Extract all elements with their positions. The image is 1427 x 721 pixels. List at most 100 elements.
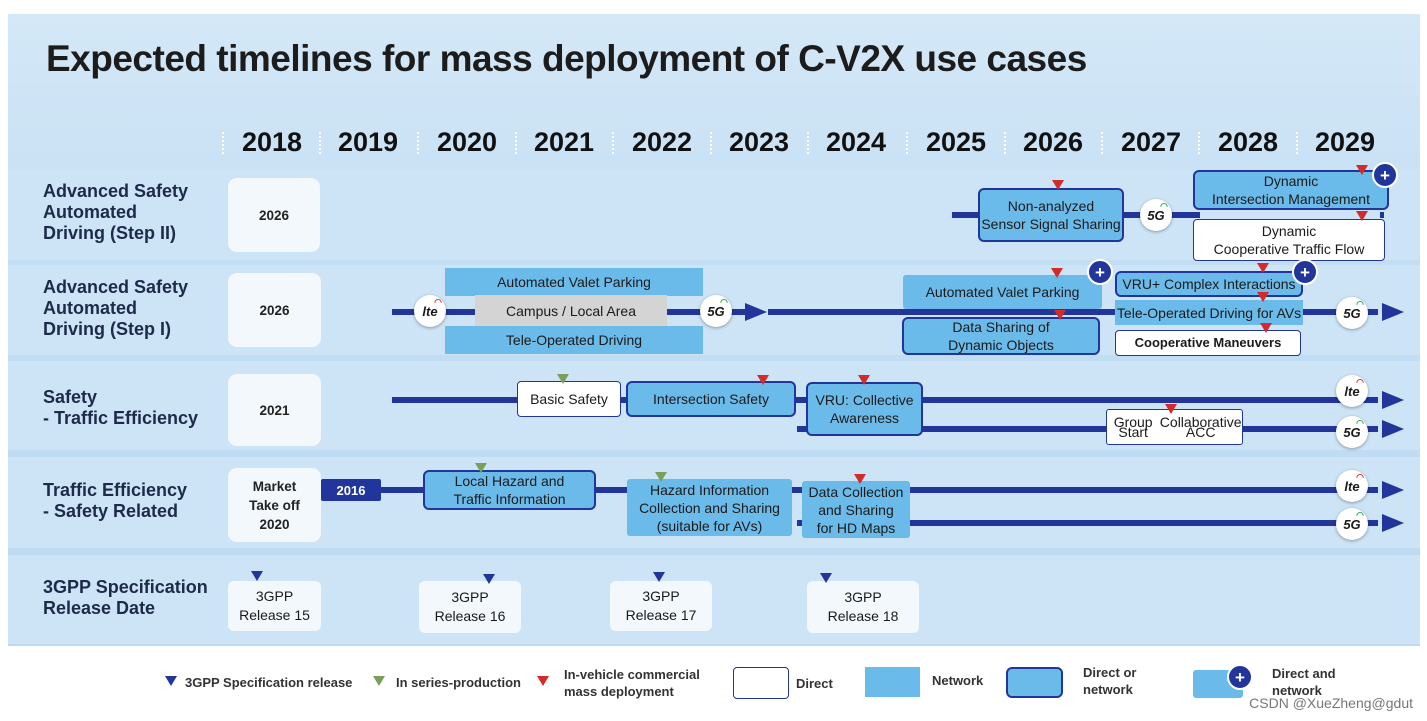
row-label: Advanced Safety Automated Driving (Step … <box>43 181 189 243</box>
automated-valet-parking-box: Automated Valet Parking <box>903 275 1102 309</box>
5g-icon: ◠5G <box>1336 508 1368 540</box>
hd-maps-box: Data Collection and Sharing for HD Maps <box>802 481 910 538</box>
commercial-marker <box>858 375 870 385</box>
group-start-label: Group Start <box>1113 414 1153 440</box>
year-divider <box>417 132 419 154</box>
year-label: 2018 <box>241 127 303 157</box>
series-production-marker <box>557 374 569 384</box>
row-date-box: 2026 <box>228 273 321 347</box>
commercial-marker <box>757 375 769 385</box>
year-divider <box>222 132 224 154</box>
commercial-marker <box>1356 165 1368 175</box>
vru-collective-awareness-box: VRU: Collective Awareness <box>806 382 923 436</box>
row-date-box: 2026 <box>228 178 320 252</box>
5g-icon: ◠5G <box>700 295 732 327</box>
3gpp-release-box: 3GPP Release 18 <box>807 581 919 633</box>
vru-complex-interactions-box: VRU+ Complex Interactions <box>1115 271 1303 297</box>
timeline-line <box>797 426 1378 432</box>
lte-icon: ◠lte <box>1336 375 1368 407</box>
year-label: 2022 <box>631 127 693 157</box>
tele-operated-driving-box: Tele-Operated Driving <box>445 326 703 354</box>
arrow-head <box>1382 420 1404 438</box>
series-production-marker <box>655 472 667 482</box>
legend-network-swatch <box>865 667 920 697</box>
year-label: 2024 <box>825 127 887 157</box>
row-date-box: 2021 <box>228 374 321 446</box>
row-band <box>8 555 1420 644</box>
year-divider <box>1004 132 1006 154</box>
timeline-line <box>768 309 1378 315</box>
row-label: Advanced Safety Automated Driving (Step … <box>43 277 189 339</box>
3gpp-release-box: 3GPP Release 17 <box>610 581 712 631</box>
year-label: 2021 <box>533 127 595 157</box>
row-date-box: Market Take off 2020 <box>228 468 321 542</box>
year-2016-badge: 2016 <box>321 479 381 501</box>
year-divider <box>319 132 321 154</box>
timeline-line <box>1380 212 1384 218</box>
3gpp-release-box: 3GPP Release 15 <box>228 581 321 631</box>
year-label: 2027 <box>1120 127 1182 157</box>
legend-spec-marker <box>165 676 177 686</box>
commercial-marker <box>1356 211 1368 221</box>
year-label: 2023 <box>728 127 790 157</box>
year-label: 2025 <box>925 127 987 157</box>
row-label: 3GPP Specification Release Date <box>43 577 208 618</box>
legend-commercial: In-vehicle commercial mass deployment <box>564 667 700 699</box>
direct-and-network-plus-icon: + <box>1292 259 1318 285</box>
sensor-sharing-box: Non-analyzed Sensor Signal Sharing <box>978 188 1124 242</box>
watermark: CSDN @XueZheng@gdut <box>1249 695 1413 711</box>
direct-and-network-plus-icon: + <box>1087 259 1113 285</box>
year-label: 2020 <box>436 127 498 157</box>
arrow-head <box>1382 514 1404 532</box>
commercial-marker <box>1054 310 1066 320</box>
5g-icon: ◠5G <box>1336 416 1368 448</box>
spec-release-marker <box>483 574 495 584</box>
arrow-head <box>1382 303 1404 321</box>
year-divider <box>612 132 614 154</box>
spec-release-marker <box>653 572 665 582</box>
row-label: Traffic Efficiency - Safety Related <box>43 480 188 521</box>
diagram-title: Expected timelines for mass deployment o… <box>46 38 1087 79</box>
year-divider <box>515 132 517 154</box>
commercial-marker <box>1165 404 1177 414</box>
collaborative-acc-label: Collaborative ACC <box>1159 414 1242 440</box>
year-divider <box>1296 132 1298 154</box>
commercial-marker <box>1052 180 1064 190</box>
3gpp-release-box: 3GPP Release 16 <box>419 581 521 633</box>
year-divider <box>807 132 809 154</box>
legend-series-marker <box>373 676 385 686</box>
cooperative-traffic-flow-box: Dynamic Cooperative Traffic Flow <box>1193 219 1385 261</box>
year-label: 2028 <box>1217 127 1279 157</box>
legend-spec-release: 3GPP Specification release <box>185 675 353 690</box>
automated-valet-parking-box: Automated Valet Parking <box>445 268 703 296</box>
arrow-head <box>1382 481 1404 499</box>
lte-icon: ◠lte <box>1336 470 1368 502</box>
cooperative-maneuvers-box: Cooperative Maneuvers <box>1115 330 1301 356</box>
year-label: 2026 <box>1022 127 1084 157</box>
data-sharing-dynamic-objects-box: Data Sharing of Dynamic Objects <box>902 317 1100 355</box>
spec-release-marker <box>251 571 263 581</box>
legend-direct-or-network: Direct or network <box>1083 665 1137 697</box>
legend-commercial-marker <box>537 676 549 686</box>
local-hazard-box: Local Hazard and Traffic Information <box>423 470 596 510</box>
legend-direct: Direct <box>796 676 833 691</box>
arrow-head <box>1382 391 1404 409</box>
series-production-marker <box>475 463 487 473</box>
campus-local-area-box: Campus / Local Area <box>475 295 667 327</box>
commercial-marker <box>1260 323 1272 333</box>
year-divider <box>1101 132 1103 154</box>
row-label: Safety - Traffic Efficiency <box>43 387 199 428</box>
commercial-marker <box>1051 268 1063 278</box>
5g-icon: ◠5G <box>1140 199 1172 231</box>
spec-release-marker <box>820 573 832 583</box>
year-divider <box>1198 132 1200 154</box>
commercial-marker <box>1257 263 1269 273</box>
lte-icon: ◠lte <box>414 295 446 327</box>
intersection-safety-box: Intersection Safety <box>626 381 796 417</box>
legend-direct-swatch <box>733 667 789 699</box>
commercial-marker <box>854 474 866 484</box>
basic-safety-box: Basic Safety <box>517 381 621 417</box>
legend-direct-and-network: Direct and network <box>1272 666 1336 698</box>
